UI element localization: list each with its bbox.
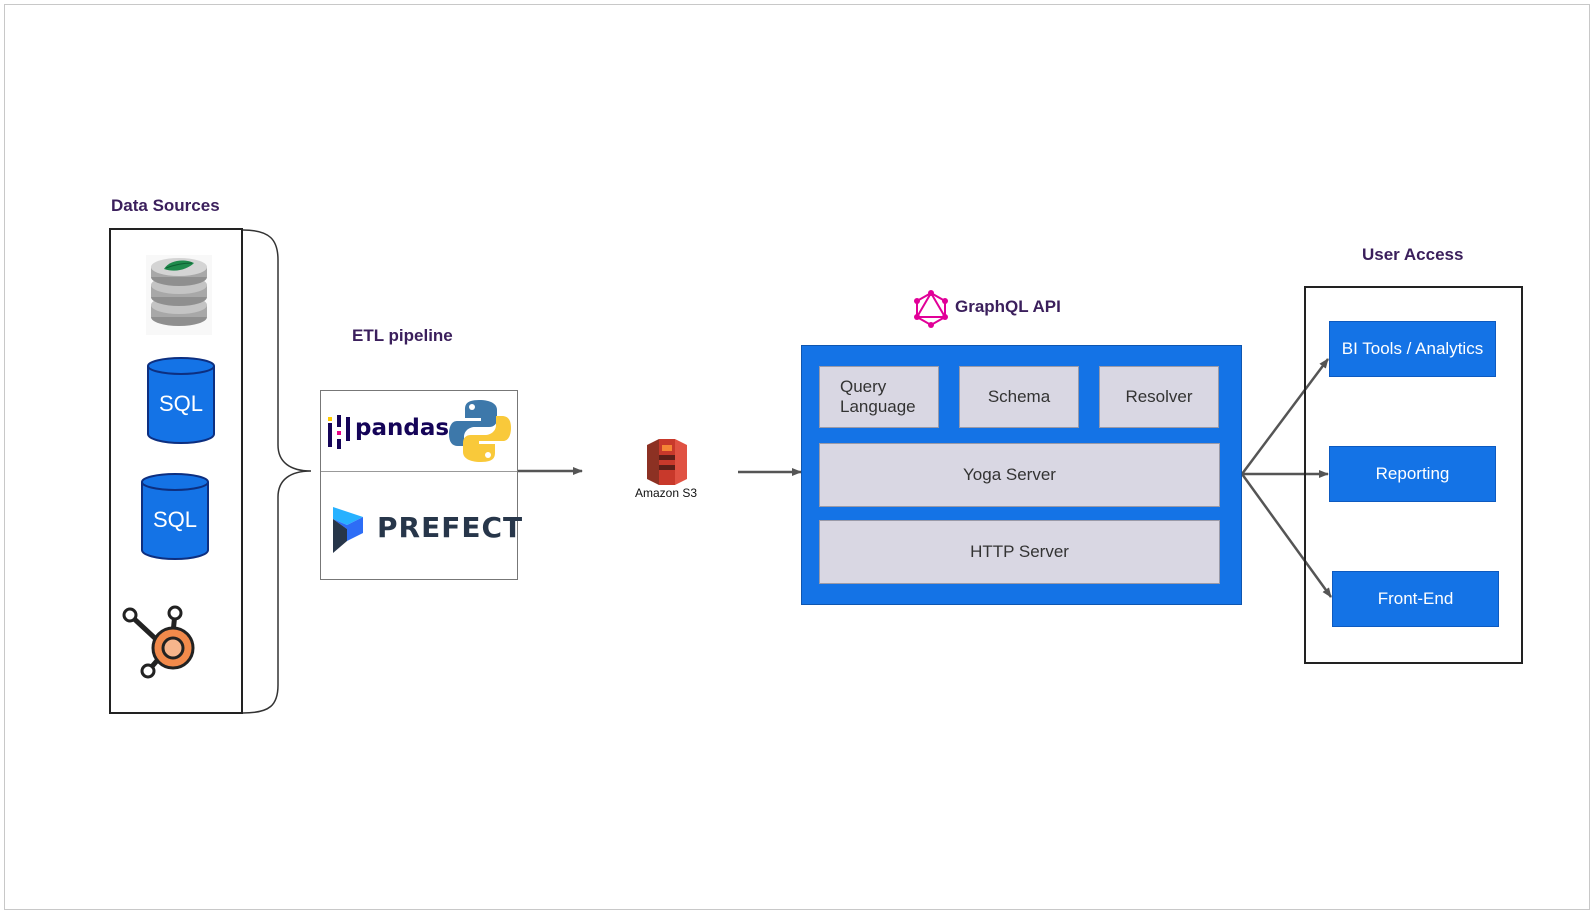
reporting-box: Reporting [1329,446,1496,502]
prefect-label: PREFECT [377,511,524,544]
bi-tools-label: BI Tools / Analytics [1341,339,1484,358]
graphql-api-title: GraphQL API [955,297,1061,316]
yoga-server-label: Yoga Server [963,465,1056,484]
schema-label: Schema [987,387,1051,406]
hubspot-icon [122,605,195,679]
query-language-box: Query Language [819,366,939,428]
front-end-label: Front-End [1377,589,1454,608]
arrow-to-bi-tools [1240,358,1330,475]
reporting-label: Reporting [1375,464,1450,483]
query-language-line2: Language [840,397,916,416]
amazon-s3-icon [647,439,687,485]
mongodb-database-icon [146,255,212,335]
sql-cylinder-icon: SQL [147,357,215,444]
user-access-title: User Access [1362,245,1464,264]
graphql-api-box: Query Language Schema Resolver Yoga Serv… [801,345,1242,605]
python-logo-icon [449,400,511,462]
prefect-logo-icon [333,507,363,553]
query-language-line1: Query [840,377,887,396]
data-sources-title: Data Sources [111,196,220,215]
pandas-label: pandas [355,415,450,441]
bi-tools-box: BI Tools / Analytics [1329,321,1496,377]
http-server-box: HTTP Server [819,520,1220,584]
graphql-logo-icon [914,290,948,328]
resolver-label: Resolver [1125,387,1193,406]
arrow-to-front-end [1240,473,1333,598]
etl-divider [321,471,517,472]
sql-cylinder-icon: SQL [141,473,209,560]
sql-label: SQL [159,391,203,416]
etl-pipeline-box: pandas PREFECT [320,390,522,580]
http-server-label: HTTP Server [970,542,1069,561]
diagram-frame [4,4,1590,910]
schema-box: Schema [959,366,1079,428]
data-sources-box [109,228,243,714]
front-end-box: Front-End [1332,571,1499,627]
etl-pipeline-title: ETL pipeline [352,326,453,345]
pandas-logo-icon [328,415,350,449]
data-sources-brace [242,229,312,714]
resolver-box: Resolver [1099,366,1219,428]
sql-label: SQL [153,507,197,532]
user-access-box [1304,286,1523,664]
yoga-server-box: Yoga Server [819,443,1220,507]
amazon-s3-label: Amazon S3 [635,486,698,500]
